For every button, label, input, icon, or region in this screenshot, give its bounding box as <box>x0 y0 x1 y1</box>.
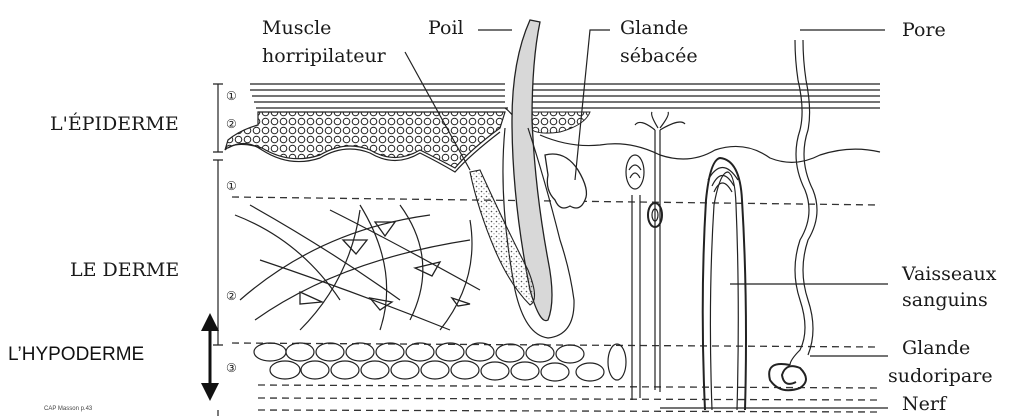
nerve-endings <box>626 112 685 400</box>
label-vaisseaux-line2: sanguins <box>902 289 988 311</box>
label-muscle-line2: horripilateur <box>262 45 387 67</box>
label-nerf: Nerf <box>902 393 948 415</box>
label-muscle-line1: Muscle <box>262 17 331 39</box>
source-credit: CAP Masson p.43 <box>44 406 93 412</box>
epiderme-layer-2: ② <box>226 117 237 131</box>
derme-layer-2: ② <box>226 289 237 303</box>
label-glande-sebacee-line1: Glande <box>620 17 688 39</box>
label-glande-sudoripare-line2: sudoripare <box>888 365 993 387</box>
label-hypoderme: L’HYPODERME <box>8 344 144 365</box>
derme-layer-1: ① <box>226 179 237 193</box>
label-pore: Pore <box>902 19 946 41</box>
label-poil: Poil <box>428 17 464 39</box>
dermo-epidermal-junction <box>540 135 880 162</box>
hypodermis-fat-cells <box>254 343 626 381</box>
label-glande-sudoripare-line1: Glande <box>902 337 970 359</box>
epiderme-layer-1: ① <box>226 89 237 103</box>
label-derme: LE DERME <box>70 259 179 281</box>
layer-brackets <box>213 84 223 416</box>
dermis-fibers <box>235 205 480 330</box>
epidermis-surface-lines <box>250 84 880 108</box>
label-glande-sebacee-line2: sébacée <box>620 45 698 67</box>
hypoderme-layer-3: ③ <box>226 361 237 375</box>
label-vaisseaux-line1: Vaisseaux <box>901 263 997 285</box>
sweat-gland <box>769 40 817 390</box>
leader-lines <box>405 30 888 408</box>
sebaceous-gland <box>545 154 586 208</box>
label-epiderme: L'ÉPIDERME <box>50 112 179 135</box>
